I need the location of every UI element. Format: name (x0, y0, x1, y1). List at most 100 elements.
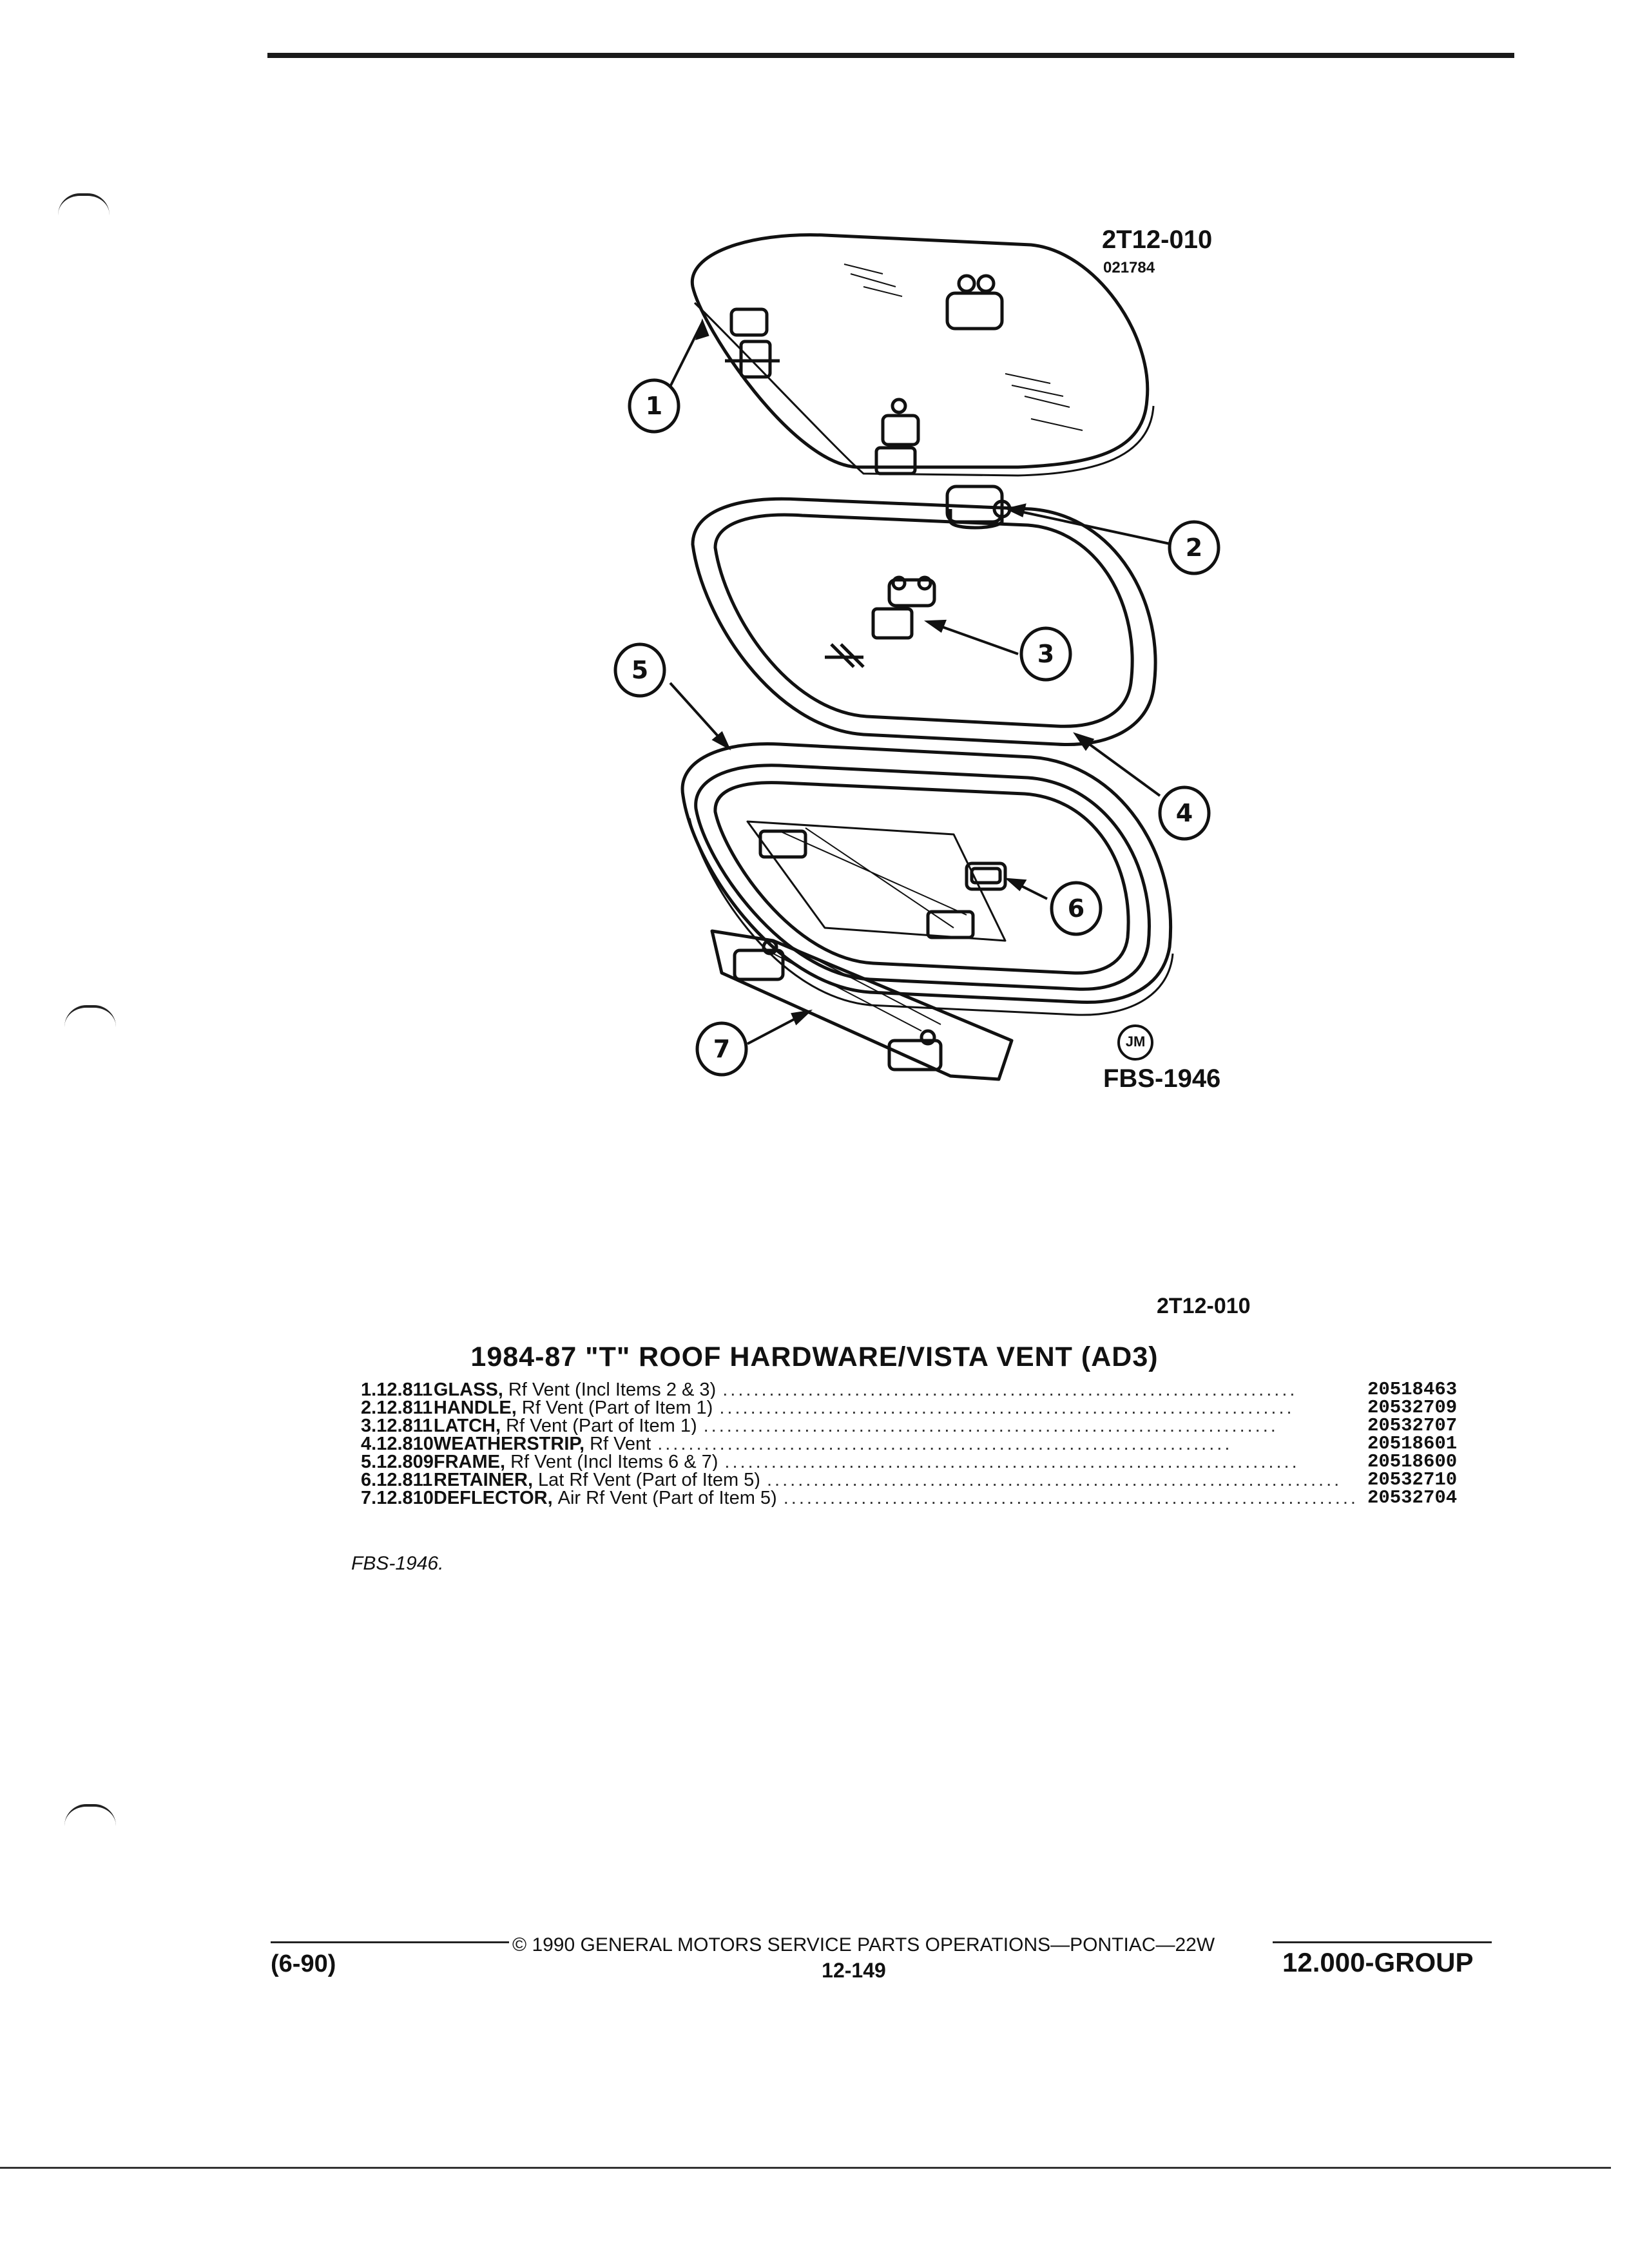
figure-date-code: 021784 (1103, 259, 1155, 276)
footer-copyright: © 1990 GENERAL MOTORS SERVICE PARTS OPER… (512, 1934, 1215, 1956)
callout-number-3: 3 (1037, 640, 1055, 668)
frame-hinge-rear (758, 829, 807, 859)
part-detail: Rf Vent (Incl Items 6 & 7) (510, 1453, 718, 1471)
callout-number-7: 7 (713, 1035, 731, 1063)
leader-line-1 (669, 322, 704, 387)
part-number: 20532707 (1367, 1415, 1458, 1436)
part-name: FRAME, (433, 1453, 506, 1471)
item-number: 5. (361, 1452, 377, 1472)
frame-inner (713, 781, 1130, 975)
dot-leader: ........................................… (703, 1417, 1278, 1435)
footer-edition: (6-90) (271, 1950, 336, 1977)
part-detail: Rf Vent (Part of Item 1) (521, 1399, 713, 1417)
callout-circle-1 (628, 378, 680, 434)
item-number: 6. (361, 1470, 377, 1490)
bottom-rule (0, 2167, 1611, 2169)
leader-line-2 (1008, 508, 1173, 546)
table-row: 2. 12.811 HANDLE,Rf Vent (Part of Item 1… (361, 1397, 1458, 1418)
part-description: FRAME,Rf Vent (Incl Items 6 & 7)........… (434, 1453, 1367, 1471)
callout-number-5: 5 (631, 656, 649, 684)
part-name: DEFLECTOR, (433, 1489, 553, 1507)
group-number: 12.810 (376, 1434, 434, 1454)
callout-circle-4 (1158, 785, 1211, 841)
part-detail: Lat Rf Vent (Part of Item 5) (538, 1471, 760, 1489)
deflector-bracket-left (733, 939, 785, 981)
table-row: 3. 12.811 LATCH,Rf Vent (Part of Item 1)… (361, 1415, 1458, 1436)
glass-panel (690, 233, 1150, 469)
part-description: LATCH, Rf Vent (Part of Item 1)..........… (434, 1417, 1367, 1435)
part-detail: Rf Vent (Incl Items 2 & 3) (508, 1381, 717, 1399)
callout-circle-7 (695, 1021, 748, 1077)
frame-mid (694, 764, 1151, 991)
glass-latch-front (874, 398, 920, 476)
figure-id: 2T12-010 (1102, 226, 1213, 254)
weatherstrip-outer (691, 497, 1157, 747)
frame-hinge-front (926, 910, 975, 939)
deflector-plate (710, 929, 1014, 1081)
callout-number-2: 2 (1185, 533, 1203, 562)
footer-rule-right (1273, 1941, 1492, 1943)
callout-circle-6 (1050, 881, 1103, 936)
table-row: 6. 12.811 RETAINER,Lat Rf Vent (Part of … (361, 1470, 1457, 1490)
dot-leader: ........................................… (657, 1435, 1233, 1453)
artist-mark-circle (1117, 1024, 1153, 1061)
callout-circle-3 (1019, 626, 1072, 682)
table-row: 4. 12.810 WEATHERSTRIP,Rf Vent..........… (361, 1433, 1458, 1454)
part-description: WEATHERSTRIP,Rf Vent....................… (434, 1435, 1367, 1453)
frame-lower-lip (688, 818, 1174, 1016)
footer-page-number: 12-149 (822, 1959, 886, 1982)
group-number: 12.810 (376, 1488, 434, 1508)
dot-leader: ........................................… (719, 1399, 1295, 1417)
part-detail: Rf Vent (590, 1435, 651, 1453)
figure-fbs-code: FBS-1946 (1103, 1064, 1221, 1093)
item-number: 1. (361, 1379, 377, 1400)
retainer-part (965, 861, 1007, 891)
callout-number-4: 4 (1175, 799, 1193, 827)
part-description: RETAINER,Lat Rf Vent (Part of Item 5)...… (434, 1471, 1367, 1489)
parts-list-table: 1. 12.811 GLASS, Rf Vent (Incl Items 2 & … (361, 1379, 1458, 1508)
group-number: 12.811 (376, 1379, 433, 1400)
part-number: 20532704 (1367, 1487, 1458, 1508)
group-number: 12.811 (376, 1470, 433, 1490)
glass-glare-lines (843, 264, 1083, 431)
weatherstrip-inner (713, 513, 1134, 728)
dot-leader: ........................................… (722, 1381, 1298, 1399)
part-name: GLASS, (433, 1381, 503, 1399)
footer-rule-left (271, 1941, 509, 1943)
dot-leader: ........................................… (766, 1471, 1342, 1489)
part-description: DEFLECTOR,Air Rf Vent (Part of Item 5)..… (434, 1489, 1367, 1507)
group-number: 12.811 (376, 1398, 433, 1418)
item-number: 3. (361, 1416, 377, 1436)
catalog-footnote: FBS-1946. (351, 1553, 444, 1574)
punch-hole-mark (58, 193, 110, 215)
part-description: HANDLE,Rf Vent (Part of Item 1).........… (434, 1399, 1367, 1417)
top-rule (267, 53, 1514, 58)
footer-group: 12.000-GROUP (1282, 1947, 1474, 1977)
part-number: 20518601 (1367, 1433, 1458, 1454)
part-detail: Air Rf Vent (Part of Item 5) (557, 1489, 777, 1507)
table-row: 5. 12.809 FRAME,Rf Vent (Incl Items 6 & … (361, 1451, 1458, 1472)
part-name: RETAINER, (433, 1471, 534, 1489)
part-number: 20518600 (1367, 1451, 1458, 1472)
frame-tray (746, 820, 1007, 942)
exploded-view-illustration (613, 233, 1220, 1081)
deflector-bracket-right (887, 1029, 943, 1072)
item-number: 4. (361, 1434, 377, 1454)
catalog-title: 1984-87 "T" ROOF HARDWARE/VISTA VENT (AD… (470, 1341, 1159, 1372)
part-detail: Rf Vent (Part of Item 1) (506, 1417, 697, 1435)
group-number: 12.809 (376, 1452, 434, 1472)
part-number: 20532709 (1367, 1397, 1458, 1418)
punch-hole-mark (64, 1804, 116, 1826)
glass-hinge-right (945, 274, 1004, 331)
callout-number-6: 6 (1067, 894, 1085, 923)
latch-part (871, 575, 936, 640)
dot-leader: ........................................… (724, 1453, 1300, 1471)
glass-panel-edge (693, 302, 1155, 477)
part-name: LATCH, (433, 1417, 501, 1435)
artist-mark: JM (1125, 1033, 1146, 1050)
part-description: GLASS, Rf Vent (Incl Items 2 & 3)........… (434, 1381, 1367, 1399)
weatherstrip-splice (825, 643, 865, 668)
table-row: 1. 12.811 GLASS, Rf Vent (Incl Items 2 & … (361, 1379, 1458, 1400)
callout-circle-2 (1168, 520, 1220, 575)
part-number: 20518463 (1367, 1379, 1458, 1400)
